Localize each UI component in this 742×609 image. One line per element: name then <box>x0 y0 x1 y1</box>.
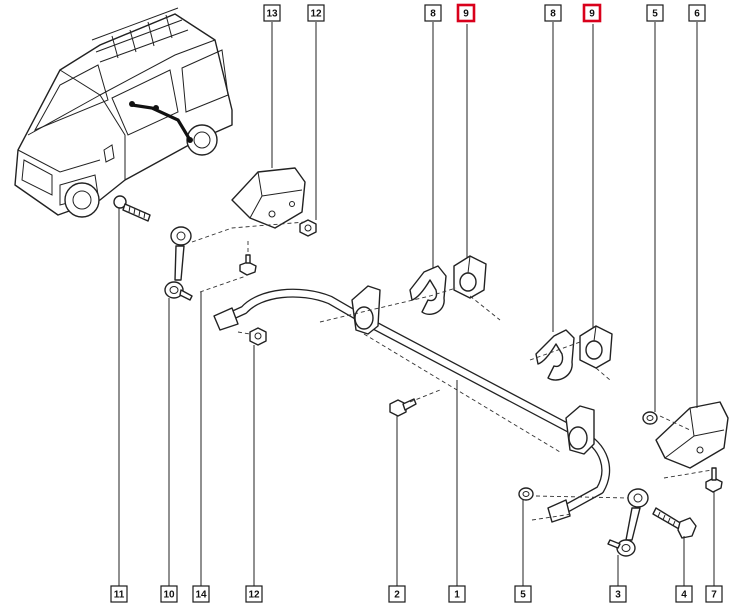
callout-4: 4 <box>675 585 693 603</box>
bracket-13 <box>231 167 306 229</box>
callout-number: 9 <box>589 9 595 20</box>
nut-5-bottom <box>518 487 534 501</box>
callout-11: 11 <box>110 585 128 603</box>
assembly-lines <box>191 221 713 521</box>
callout-number: 8 <box>430 9 436 20</box>
callout-7: 7 <box>705 585 723 603</box>
leader-lines <box>118 22 715 586</box>
callout-number: 12 <box>310 9 322 20</box>
callout-number: 5 <box>520 590 526 601</box>
callout-number: 5 <box>652 9 658 20</box>
callout-number: 13 <box>266 9 278 20</box>
callout-number: 9 <box>463 9 469 20</box>
nut-5-top <box>642 411 658 425</box>
bolt-4 <box>652 507 697 539</box>
bolt-11 <box>113 195 151 222</box>
callout-number: 1 <box>454 590 460 601</box>
callout-9-highlighted: 9 <box>456 3 476 23</box>
callout-6: 6 <box>688 4 706 22</box>
link-rod-10 <box>164 226 193 301</box>
callout-8: 8 <box>424 4 442 22</box>
callout-5: 5 <box>646 4 664 22</box>
callout-number: 12 <box>248 590 260 601</box>
callout-14: 14 <box>192 585 210 603</box>
callout-number: 3 <box>615 590 621 601</box>
bracket-6 <box>655 401 729 469</box>
callout-12: 12 <box>245 585 263 603</box>
clamp-on-bar-left <box>351 285 381 335</box>
link-rod-3 <box>607 488 649 557</box>
clamp-on-bar-right <box>565 405 595 455</box>
callout-number: 2 <box>394 590 400 601</box>
nut-12-top <box>299 219 317 237</box>
callout-2: 2 <box>388 585 406 603</box>
callout-labels: 13 12 8 9 8 9 5 6 11 10 14 12 2 1 5 3 4 7 <box>110 3 723 603</box>
callout-13: 13 <box>263 4 281 22</box>
callout-9-highlighted: 9 <box>582 3 602 23</box>
clamp-8-top <box>409 265 447 316</box>
bolt-7 <box>705 467 723 493</box>
callout-3: 3 <box>609 585 627 603</box>
callout-number: 8 <box>550 9 556 20</box>
callout-number: 11 <box>114 590 125 601</box>
callout-number: 7 <box>711 590 717 601</box>
callout-8: 8 <box>544 4 562 22</box>
callout-1: 1 <box>448 585 466 603</box>
nut-12-lower <box>249 327 267 346</box>
van-illustration <box>14 7 233 218</box>
callout-number: 6 <box>694 9 700 20</box>
callout-10: 10 <box>160 585 178 603</box>
callout-number: 14 <box>195 590 207 601</box>
bushing-9-top <box>453 255 487 299</box>
bolt-14 <box>239 254 257 276</box>
callout-number: 10 <box>163 590 175 601</box>
bushing-9-bottom <box>579 325 613 369</box>
callout-12: 12 <box>307 4 325 22</box>
clamp-8-bottom <box>535 329 575 381</box>
stabilizer-bar <box>213 288 611 523</box>
bolt-2 <box>389 398 417 417</box>
callout-number: 4 <box>681 590 687 601</box>
callout-5: 5 <box>514 585 532 603</box>
